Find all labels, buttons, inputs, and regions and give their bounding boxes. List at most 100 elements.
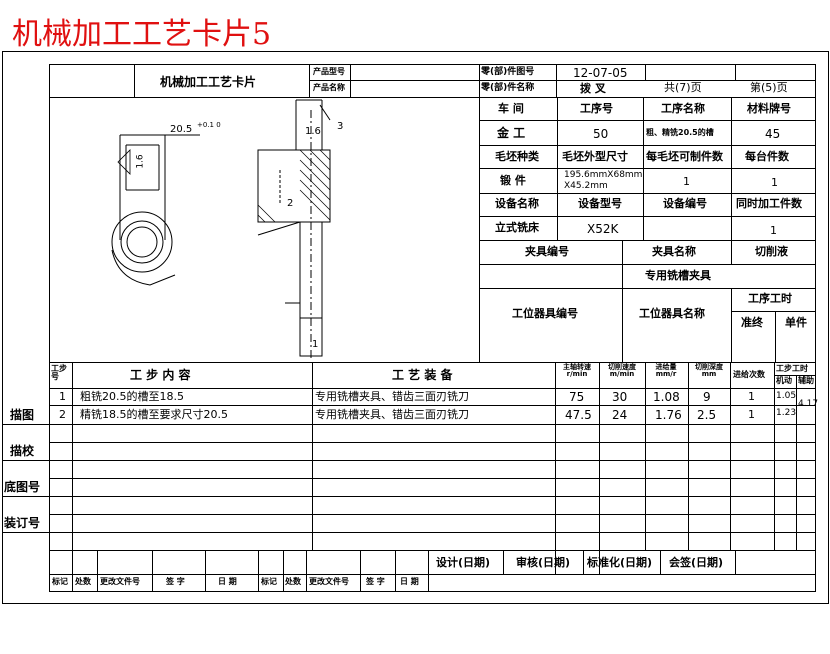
side-label-trace: 描图 <box>10 408 35 422</box>
footer-design: 设计(日期) <box>436 556 491 569</box>
station-name-label: 工位器具名称 <box>639 307 705 320</box>
prep-label: 准终 <box>741 316 763 329</box>
step-feed: 1.08 <box>653 390 680 404</box>
footer-count: 处数 <box>285 577 301 586</box>
aux-time: 4.17 <box>798 399 819 409</box>
footer-date: 日 期 <box>218 577 237 586</box>
footer-date: 日 期 <box>400 577 419 586</box>
col-aux: 辅助 <box>798 376 814 385</box>
blank-type-label: 毛坯种类 <box>495 150 539 163</box>
fixture-name: 专用铣槽夹具 <box>645 269 711 282</box>
op-no-label: 工序号 <box>580 102 613 115</box>
step-machine: 1.23 <box>776 408 797 418</box>
footer-sign: 会签(日期) <box>669 556 724 569</box>
fixture-no-label: 夹具编号 <box>525 245 569 258</box>
side-label-base-no: 底图号 <box>4 480 41 494</box>
simul-label: 同时加工件数 <box>736 197 802 210</box>
col-content: 工 步 内 容 <box>130 368 191 382</box>
blank-size-label: 毛坯外型尺寸 <box>562 150 628 163</box>
col-depth: 切削深度 mm <box>695 363 723 378</box>
step-content: 粗铣20.5的槽至18.5 <box>80 390 184 403</box>
op-name: 粗、精铣20.5的槽 <box>646 128 714 137</box>
step-speed: 47.5 <box>565 408 592 422</box>
step-equip: 专用铣槽夹具、错齿三面刃铣刀 <box>315 408 469 421</box>
workshop: 金 工 <box>497 126 526 140</box>
step-no: 1 <box>59 390 66 403</box>
footer-count: 处数 <box>75 577 91 586</box>
col-time: 工步工时 <box>776 364 808 373</box>
col-speed: 主轴转速 r/min <box>563 363 591 378</box>
workshop-label: 车 间 <box>498 102 524 115</box>
dim-2: 2 <box>287 198 294 209</box>
step-speed: 75 <box>569 390 585 404</box>
step-depth: 9 <box>703 390 711 404</box>
equip-name-label: 设备名称 <box>495 197 539 210</box>
product-name-label: 产品名称 <box>313 83 345 92</box>
equip-name: 立式铣床 <box>495 221 539 234</box>
blank-size-1: 195.6mmX68mm <box>564 170 643 180</box>
equip-model-label: 设备型号 <box>578 197 622 210</box>
col-passes: 进给次数 <box>733 370 765 379</box>
blank-type: 锻 件 <box>500 174 526 187</box>
col-machine: 机动 <box>776 376 792 385</box>
per-machine: 1 <box>771 176 778 189</box>
col-cut-speed: 切削速度 m/min <box>608 363 636 378</box>
simul: 1 <box>770 224 777 237</box>
per-blank-label: 每毛坯可制件数 <box>646 150 723 163</box>
side-label-trace-check: 描校 <box>10 444 35 458</box>
fixture-name-label: 夹具名称 <box>652 245 696 258</box>
station-no-label: 工位器具编号 <box>512 307 578 320</box>
part-name-label: 零(部)件名称 <box>481 83 535 93</box>
footer-change-doc: 更改文件号 <box>100 577 140 586</box>
step-depth: 2.5 <box>697 408 717 422</box>
total-pages: 共(7)页 <box>664 81 702 94</box>
part-drawing-label: 零(部)件图号 <box>481 67 535 77</box>
step-content: 精铣18.5的槽至要求尺寸20.5 <box>80 408 228 421</box>
footer-mark: 标记 <box>52 577 68 586</box>
col-step-no: 工步号 <box>51 364 67 381</box>
step-passes: 1 <box>748 408 755 421</box>
op-time-label: 工序工时 <box>748 292 792 305</box>
op-no: 50 <box>593 127 609 141</box>
equip-model: X52K <box>587 222 619 236</box>
dim-20-5: 20.5 <box>170 124 193 135</box>
material: 45 <box>765 127 781 141</box>
col-feed: 进给量 mm/r <box>655 363 677 378</box>
footer-change-doc: 更改文件号 <box>309 577 349 586</box>
part-name: 拨 叉 <box>580 82 606 95</box>
step-cut: 30 <box>612 390 628 404</box>
dim-3: 3 <box>337 121 344 132</box>
page-title: 机械加工工艺卡片5 <box>12 17 272 52</box>
step-cut: 24 <box>612 408 628 422</box>
coolant-label: 切削液 <box>755 245 788 258</box>
side-label-binding-no: 装订号 <box>4 516 41 530</box>
footer-mark: 标记 <box>261 577 277 586</box>
footer-signature: 签 字 <box>166 577 185 586</box>
card-title: 机械加工工艺卡片 <box>160 75 257 89</box>
step-equip: 专用铣槽夹具、错齿三面刃铣刀 <box>315 390 469 403</box>
footer-standard: 标准化(日期) <box>587 556 653 569</box>
footer-signature: 签 字 <box>366 577 385 586</box>
product-model-label: 产品型号 <box>313 67 345 76</box>
step-machine: 1.05 <box>776 391 797 401</box>
dim-tol: +0.1 0 <box>197 121 221 129</box>
per-blank: 1 <box>683 175 690 188</box>
step-no: 2 <box>59 408 66 421</box>
col-equipment: 工 艺 装 备 <box>392 368 453 382</box>
material-label: 材料牌号 <box>747 102 791 115</box>
step-passes: 1 <box>748 390 755 403</box>
op-name-label: 工序名称 <box>661 102 705 115</box>
step-feed: 1.76 <box>655 408 682 422</box>
per-machine-label: 每台件数 <box>745 150 789 163</box>
unit-label: 单件 <box>785 316 807 329</box>
dim-1: 1 <box>312 339 319 350</box>
footer-review: 审核(日期) <box>516 556 571 569</box>
roughness-label: 1.6 <box>135 154 146 169</box>
page-no: 第(5)页 <box>750 81 788 94</box>
dim-1-6: 1.6 <box>305 126 321 137</box>
part-drawing-no: 12-07-05 <box>573 66 628 80</box>
blank-size-2: X45.2mm <box>564 181 608 191</box>
equip-no-label: 设备编号 <box>663 197 707 210</box>
